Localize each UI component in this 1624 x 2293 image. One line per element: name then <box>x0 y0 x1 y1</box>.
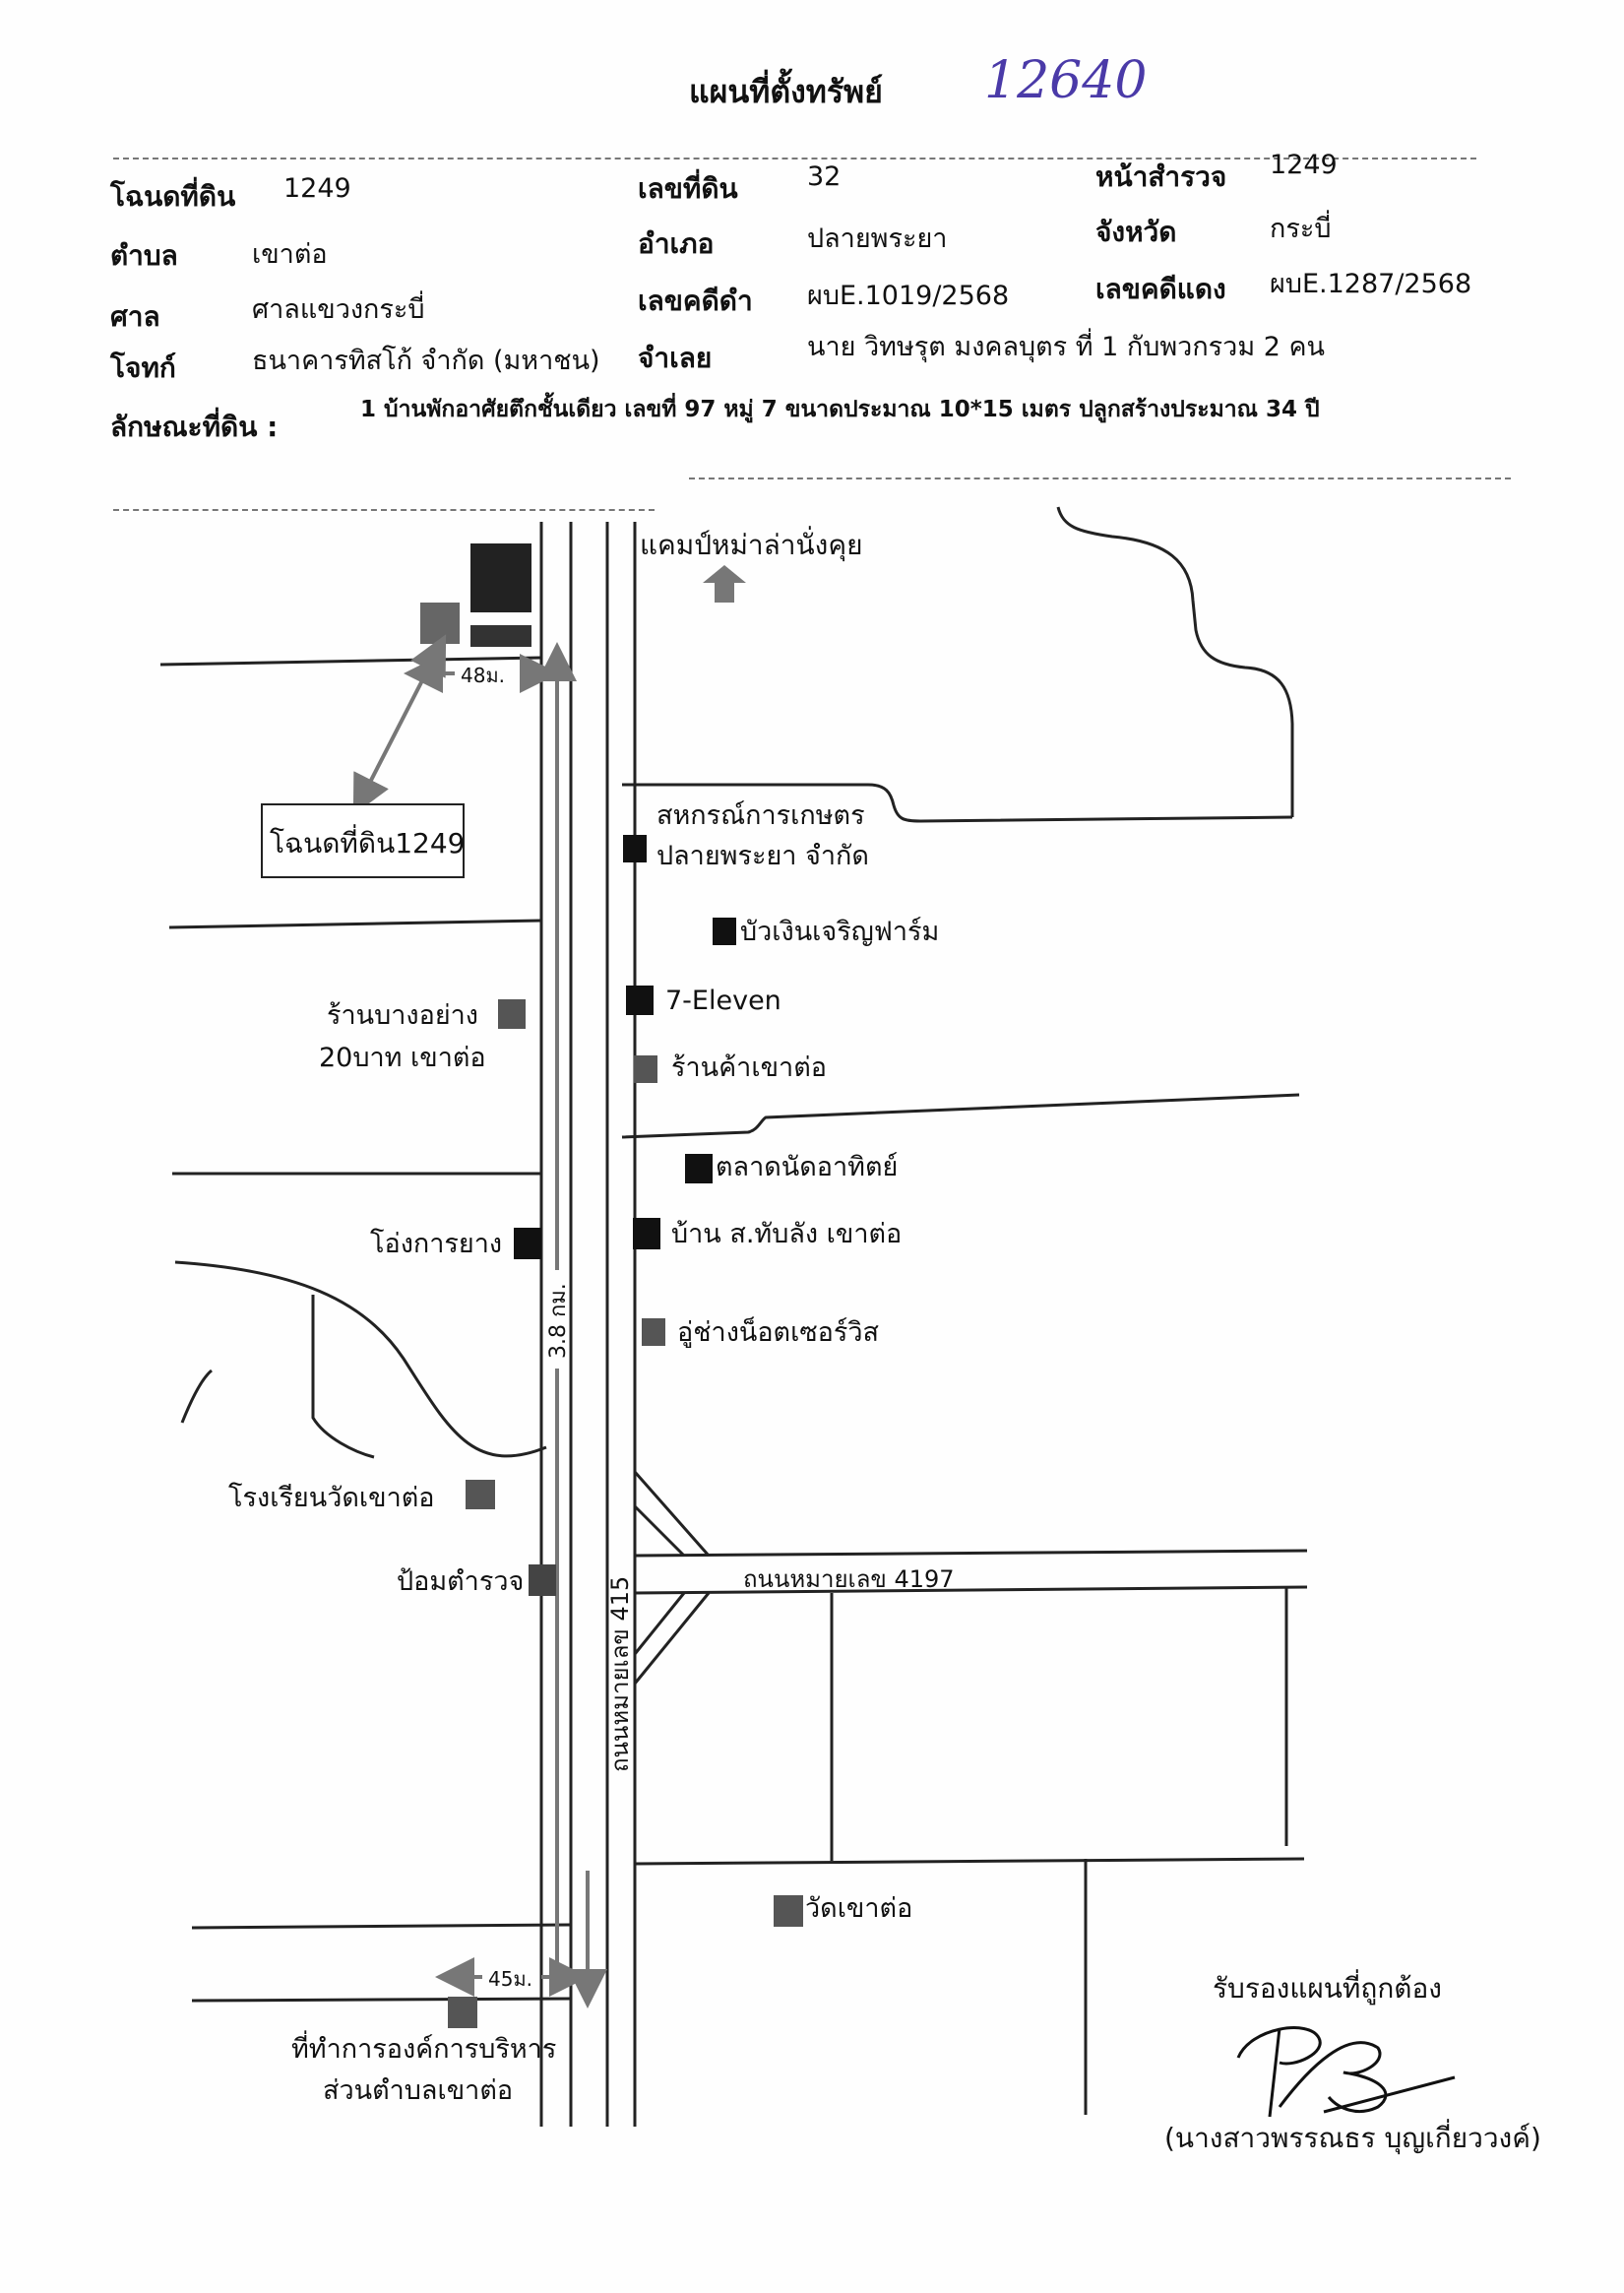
field-label-black-case: เลขคดีดำ <box>638 285 753 317</box>
coop-label-line1: สหกรณ์การเกษตร <box>656 799 865 831</box>
side-roads-right <box>621 506 1308 2115</box>
parcel-buildings <box>420 543 531 647</box>
field-value-land-no: 32 <box>807 161 842 192</box>
land-label: ลักษณะที่ดิน : <box>110 411 279 443</box>
coop-label-line2: ปลายพระยา จำกัด <box>656 841 869 871</box>
field-label-defendant: จำเลย <box>638 342 713 374</box>
north-arrow-icon <box>703 565 746 603</box>
dimension-arrows <box>352 634 607 2008</box>
oborto-label-line2: ส่วนตำบลเขาต่อ <box>323 2075 513 2106</box>
dist-top-label: 48ม. <box>461 664 505 687</box>
field-label-plaintiff: โจทก์ <box>110 351 176 384</box>
field-value-defendant: นาย วิทษรุต มงคลบุตร ที่ 1 กับพวกรวม 2 ค… <box>807 332 1325 362</box>
wat-label: วัดเขาต่อ <box>805 1893 912 1924</box>
buangoen-label: บัวเงินเจริญฟาร์ม <box>740 916 939 947</box>
oborto-label-line1: ที่ทำการองค์การบริหาร <box>291 2030 556 2065</box>
talat-label: ตลาดนัดอาทิตย์ <box>716 1151 898 1182</box>
field-value-amphoe: ปลายพระยา <box>807 223 948 254</box>
dist-bottom-label: 45ม. <box>488 1967 532 1991</box>
main-road-label: ถนนหมายเลข 415 <box>606 1576 634 1772</box>
field-value-plaintiff: ธนาคารทิสโก้ จำกัด (มหาชน) <box>252 346 600 376</box>
landmark-labels: สหกรณ์การเกษตร ปลายพระยา จำกัด บัวเงินเจ… <box>228 799 939 2106</box>
handwritten-number: 12640 <box>984 51 1148 110</box>
parcel-box <box>261 803 465 878</box>
field-label-deed: โฉนดที่ดิน <box>110 180 236 213</box>
ban-label: บ้าน ส.ทับลัง เขาต่อ <box>671 1219 902 1249</box>
field-value-tambon: เขาต่อ <box>252 239 328 270</box>
uchang-label: อู่ช่างน็อตเซอร์วิส <box>677 1314 879 1348</box>
field-value-deed: 1249 <box>283 173 351 204</box>
certify-text: รับรองแผนที่ถูกต้อง <box>1213 1972 1442 2005</box>
signature <box>1236 2026 1456 2118</box>
header-divider <box>113 158 1476 159</box>
map-divider-right <box>689 478 1511 479</box>
field-value-province: กระบี่ <box>1270 214 1332 244</box>
field-label-red-case: เลขคดีแดง <box>1095 273 1226 305</box>
seven-eleven-label: 7-Eleven <box>665 986 781 1016</box>
field-label-court: ศาล <box>110 300 160 333</box>
bang-label-line1: ร้านบางอย่าง <box>327 1000 478 1031</box>
land-description: 1 บ้านพักอาศัยตึกชั้นเดียว เลขที่ 97 หมู… <box>360 397 1320 422</box>
field-value-black-case: ผบE.1019/2568 <box>807 281 1010 311</box>
road-length-label: 3.8 กม. <box>546 1283 571 1359</box>
page-title: แผนที่ตั้งทรัพย์ <box>689 73 883 110</box>
cross-road-label: ถนนหมายเลข 4197 <box>743 1565 955 1593</box>
field-value-court: ศาลแขวงกระบี่ <box>252 294 425 325</box>
field-label-land-no: เลขที่ดิน <box>638 172 738 205</box>
field-value-red-case: ผบE.1287/2568 <box>1270 269 1472 299</box>
field-value-survey: 1249 <box>1270 150 1338 180</box>
ong-label: โอ่งการยาง <box>370 1229 502 1259</box>
parcel-box-label: โฉนดที่ดิน1249 <box>270 824 465 860</box>
field-label-tambon: ตำบล <box>110 239 178 272</box>
landmark-markers <box>448 835 803 2028</box>
certify-name: (นางสาวพรรณธร บุญเกี่ยววงค์) <box>1164 2122 1541 2154</box>
bang-label-line2: 20บาท เขาต่อ <box>319 1043 486 1073</box>
field-label-amphoe: อำเภอ <box>638 227 715 260</box>
map-divider-left <box>113 509 655 511</box>
school-label: โรงเรียนวัดเขาต่อ <box>228 1483 435 1513</box>
field-label-survey: หน้าสำรวจ <box>1095 160 1227 193</box>
rankha-label: ร้านค้าเขาต่อ <box>671 1052 827 1083</box>
direction-label: แคมป์หม่าล่านั่งคุย <box>640 526 862 562</box>
police-label: ป้อมตำรวจ <box>397 1566 524 1597</box>
field-label-province: จังหวัด <box>1095 216 1177 248</box>
main-road <box>539 522 637 2127</box>
side-roads-left <box>159 656 572 2003</box>
